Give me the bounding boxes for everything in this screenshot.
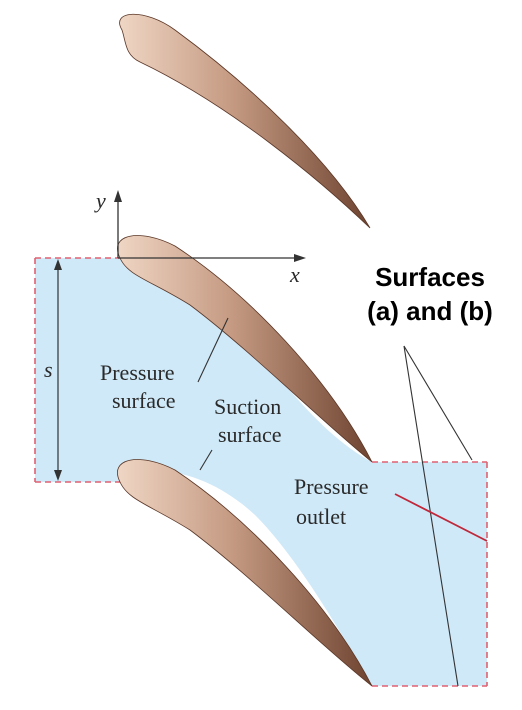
x-axis-label: x bbox=[289, 262, 300, 287]
suction-surface-label: Suction surface bbox=[214, 394, 287, 447]
leader-lines bbox=[197, 317, 473, 687]
pitch-dimension bbox=[54, 259, 62, 481]
domain-boundary bbox=[34, 257, 488, 687]
pitch-label: s bbox=[44, 357, 53, 382]
flow-domain bbox=[35, 253, 487, 686]
blade-middle bbox=[117, 235, 373, 463]
coordinate-axes bbox=[114, 190, 306, 262]
outlet-leader bbox=[394, 493, 488, 542]
pressure-outlet-label: Pressure outlet bbox=[294, 474, 374, 529]
surfaces-callout-line1: Surfaces bbox=[375, 262, 485, 292]
pressure-surface-label: Pressure surface bbox=[100, 360, 180, 413]
blade-top bbox=[119, 13, 371, 229]
surfaces-callout: Surfaces (a) and (b) bbox=[345, 260, 515, 328]
blade-bottom bbox=[117, 459, 373, 687]
y-axis-label: y bbox=[94, 188, 106, 213]
surfaces-callout-line2: (a) and (b) bbox=[367, 296, 493, 326]
